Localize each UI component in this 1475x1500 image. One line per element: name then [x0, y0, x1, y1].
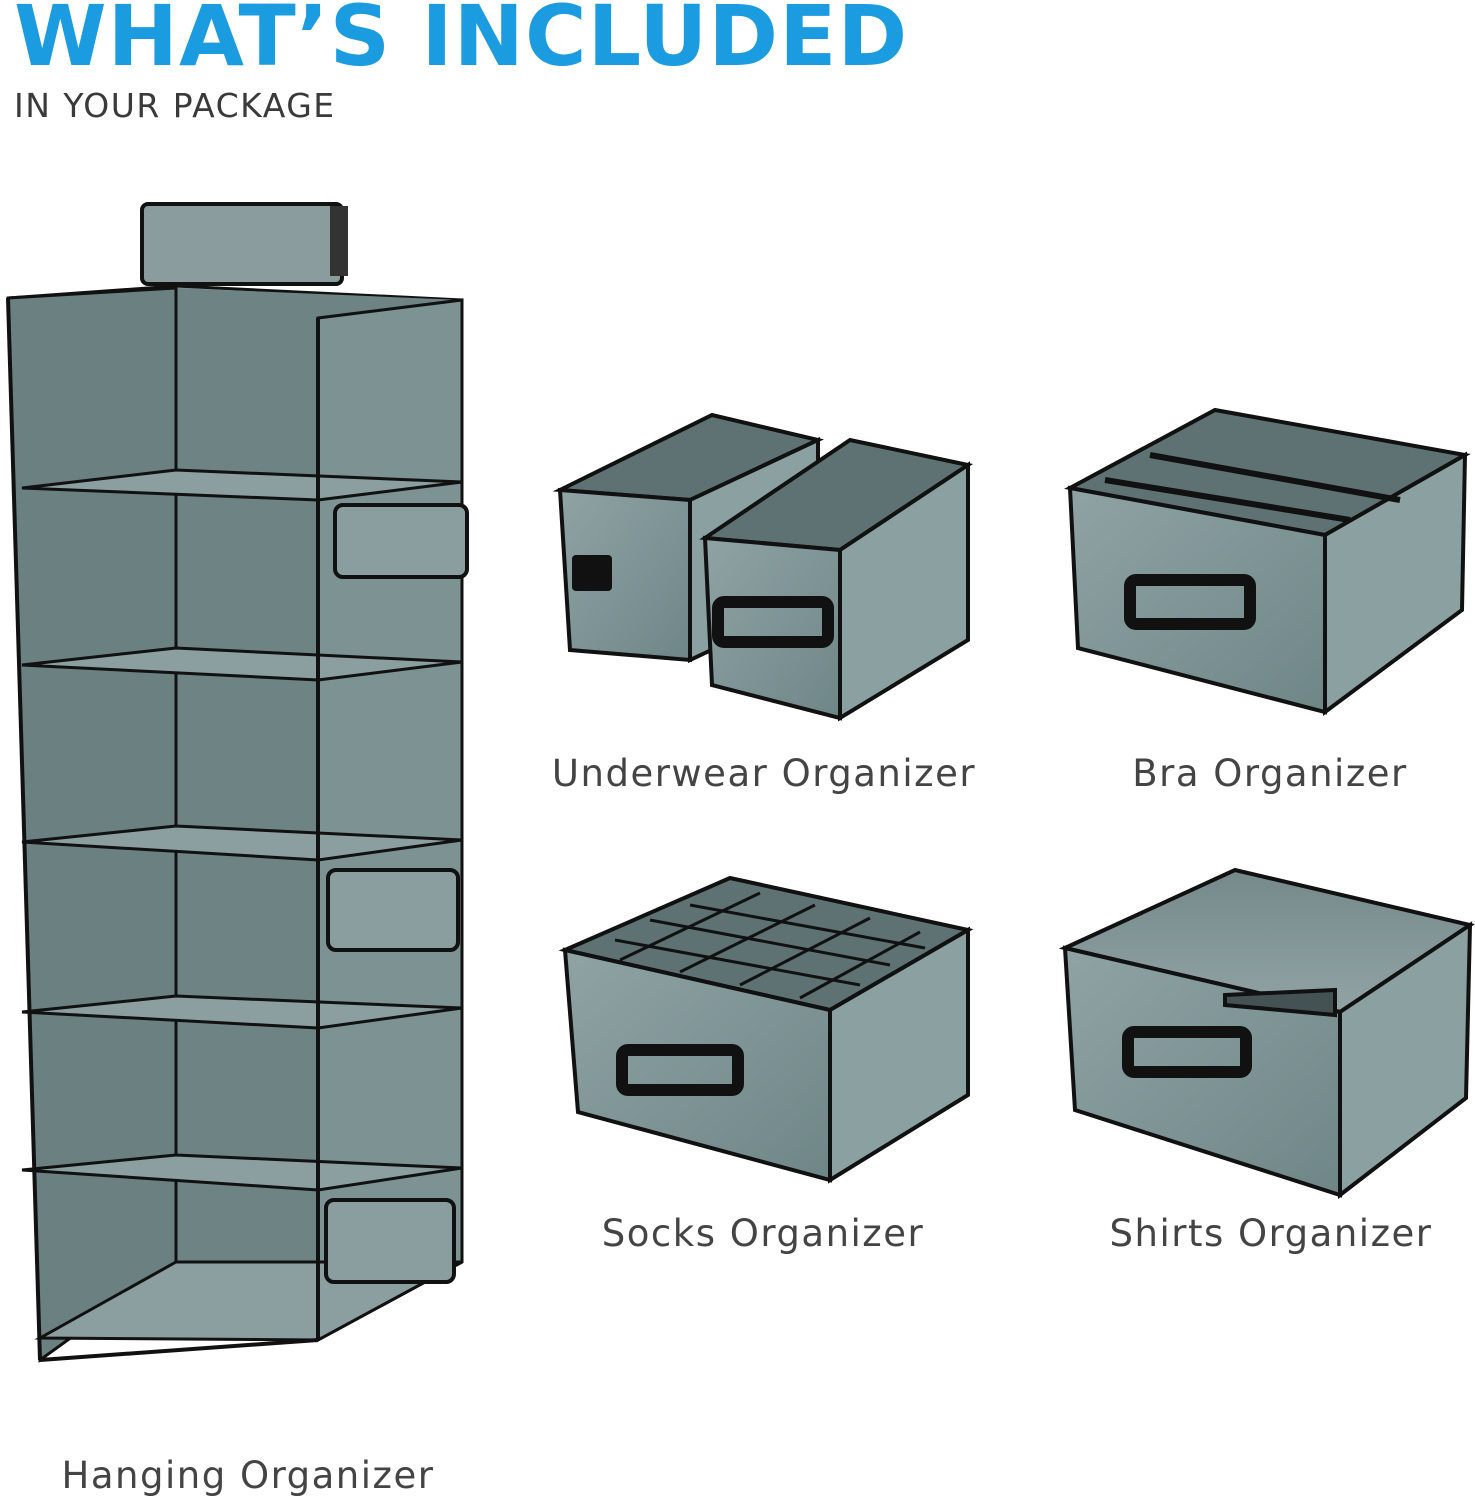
underwear-organizer-illustration [552, 412, 974, 722]
shirts-organizer-illustration [1058, 867, 1475, 1200]
product-label-shirts-organizer: Shirts Organizer [1109, 1212, 1433, 1255]
page-subtitle: IN YOUR PACKAGE [14, 86, 336, 125]
product-label-socks-organizer: Socks Organizer [601, 1212, 925, 1255]
product-label-hanging-organizer: Hanging Organizer [61, 1454, 435, 1497]
product-label-underwear-organizer: Underwear Organizer [551, 752, 977, 795]
page-title: WHAT’S INCLUDED [14, 0, 909, 85]
bra-organizer-illustration [1064, 407, 1471, 716]
socks-organizer-illustration [558, 875, 974, 1184]
product-label-bra-organizer: Bra Organizer [1132, 752, 1408, 795]
hanging-organizer-illustration [6, 202, 469, 1363]
